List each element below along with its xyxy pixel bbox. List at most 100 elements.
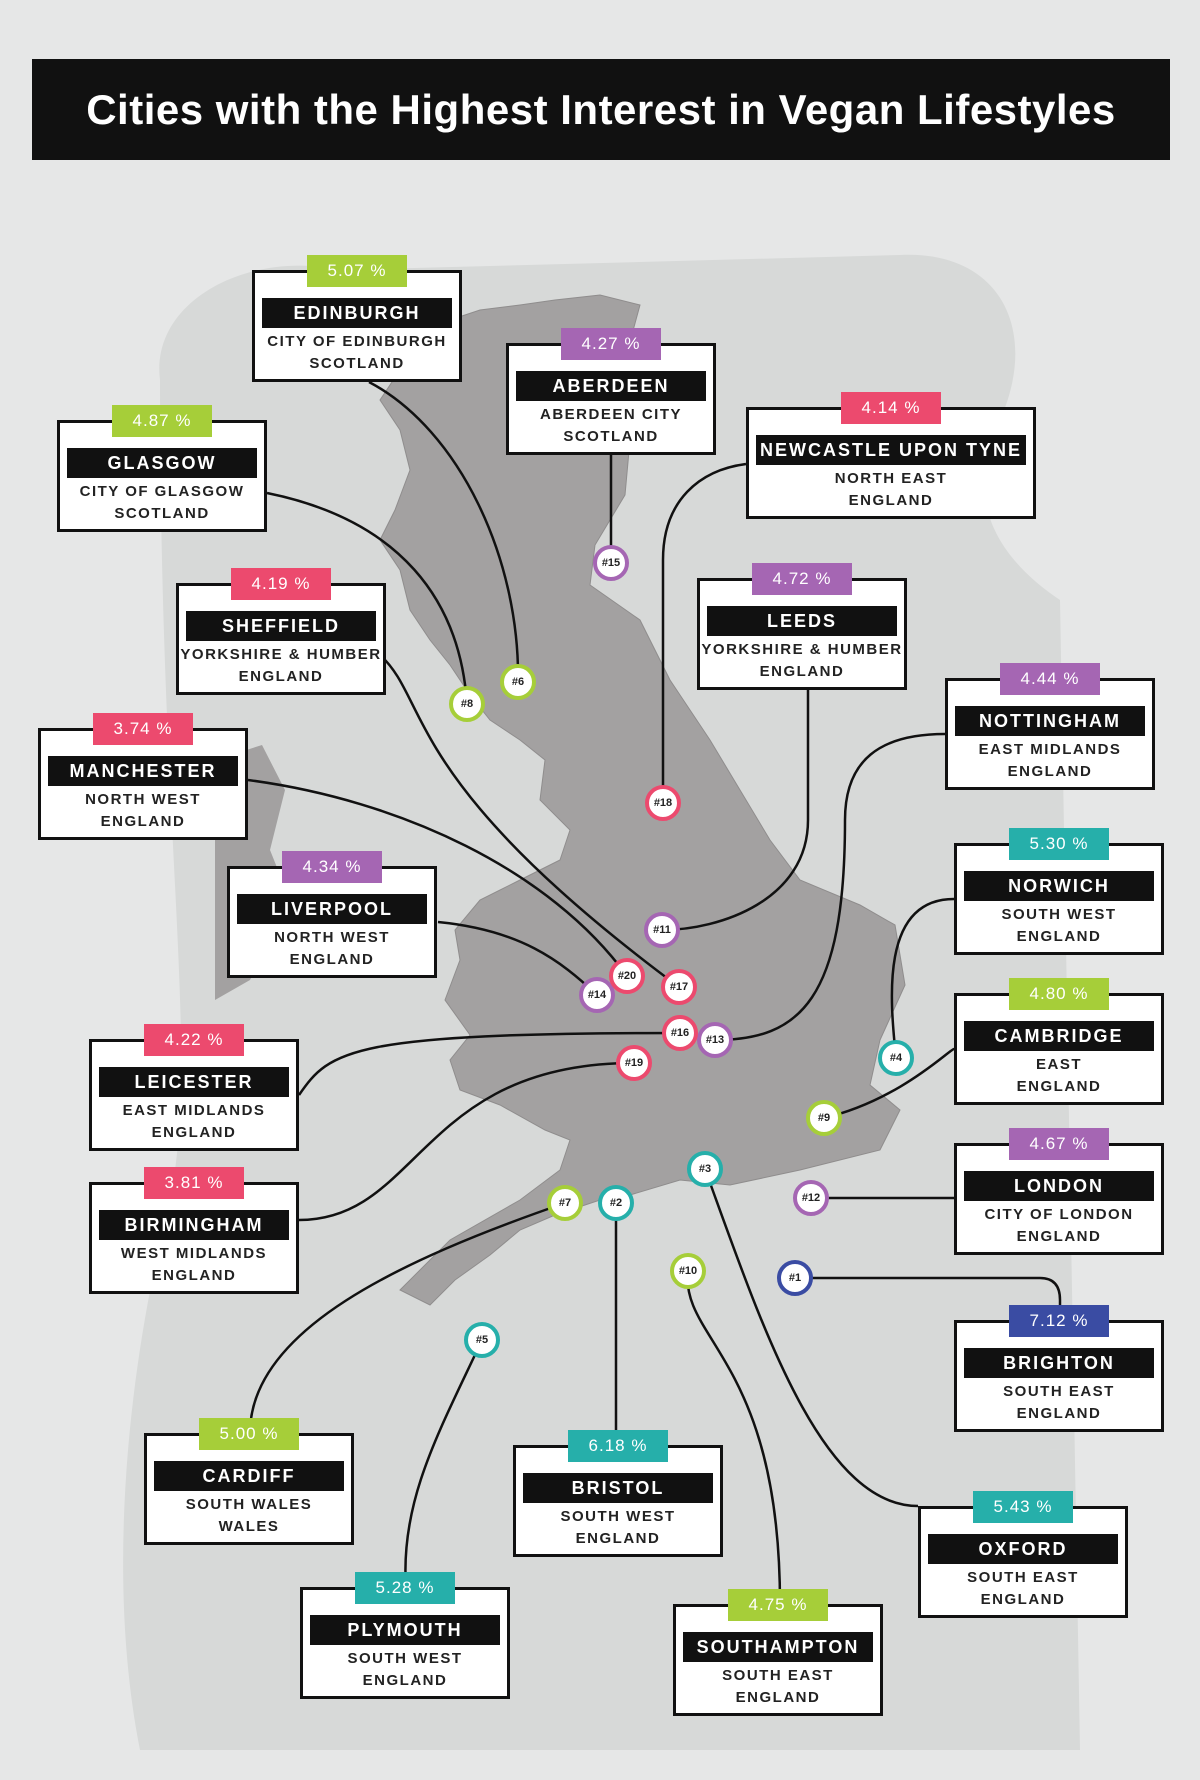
city-region: NORTH WEST xyxy=(85,791,201,808)
city-country: ENGLAND xyxy=(1007,763,1093,780)
city-region: SOUTH WALES xyxy=(185,1496,313,1513)
city-card-plymouth: 5.28 % PLYMOUTH SOUTH WEST ENGLAND xyxy=(300,1572,510,1699)
city-region: YORKSHIRE & HUMBER xyxy=(701,641,903,658)
page-title: Cities with the Highest Interest in Vega… xyxy=(86,85,1116,133)
city-name: ABERDEEN xyxy=(516,371,706,401)
city-country: ENGLAND xyxy=(1016,928,1102,945)
rank-marker-southampton: #10 xyxy=(670,1253,706,1289)
connector-plymouth xyxy=(404,1339,484,1588)
city-name: BRIGHTON xyxy=(964,1348,1154,1378)
city-country: ENGLAND xyxy=(980,1591,1066,1608)
city-name: CAMBRIDGE xyxy=(964,1021,1154,1051)
city-name: LEICESTER xyxy=(99,1067,289,1097)
percentage-badge: 4.80 % xyxy=(1009,978,1109,1010)
percentage-badge: 5.28 % xyxy=(355,1572,455,1604)
percentage-badge: 4.87 % xyxy=(112,405,212,437)
city-name: LIVERPOOL xyxy=(237,894,427,924)
city-region: NORTH WEST xyxy=(274,929,390,946)
rank-marker-cambridge: #9 xyxy=(806,1100,842,1136)
rank-marker-birmingham: #19 xyxy=(616,1045,652,1081)
city-card-leicester: 4.22 % LEICESTER EAST MIDLANDS ENGLAND xyxy=(89,1024,299,1151)
city-region: SOUTH EAST xyxy=(967,1569,1079,1586)
city-country: WALES xyxy=(218,1518,280,1535)
rank-marker-leeds: #11 xyxy=(644,912,680,948)
connector-leeds xyxy=(661,690,810,932)
percentage-badge: 5.30 % xyxy=(1009,828,1109,860)
rank-marker-sheffield: #17 xyxy=(661,969,697,1005)
city-card-newcastle-upon-tyne: 4.14 % NEWCASTLE UPON TYNE NORTH EAST ENGLA… xyxy=(746,392,1036,519)
city-country: ENGLAND xyxy=(362,1672,448,1689)
city-name: MANCHESTER xyxy=(48,756,238,786)
city-name: LONDON xyxy=(964,1171,1154,1201)
city-name: PLYMOUTH xyxy=(310,1615,500,1645)
rank-marker-leicester: #16 xyxy=(662,1015,698,1051)
city-region: SOUTH WEST xyxy=(1001,906,1117,923)
city-country: ENGLAND xyxy=(100,813,186,830)
connector-newcastle-upon-tyne xyxy=(661,462,747,803)
city-name: LEEDS xyxy=(707,606,897,636)
city-region: CITY OF GLASGOW xyxy=(79,483,245,500)
connector-norwich xyxy=(890,897,955,1059)
rank-marker-liverpool: #14 xyxy=(579,977,615,1013)
city-name: BRISTOL xyxy=(523,1473,713,1503)
city-region: EAST xyxy=(1035,1056,1082,1073)
percentage-badge: 4.44 % xyxy=(1000,663,1100,695)
city-country: ENGLAND xyxy=(759,663,845,680)
city-region: WEST MIDLANDS xyxy=(120,1245,268,1262)
percentage-badge: 7.12 % xyxy=(1009,1305,1109,1337)
rank-marker-cardiff: #7 xyxy=(547,1185,583,1221)
city-country: SCOTLAND xyxy=(563,428,659,445)
connector-edinburgh xyxy=(368,380,520,683)
city-region: YORKSHIRE & HUMBER xyxy=(180,646,382,663)
city-region: SOUTH WEST xyxy=(347,1650,463,1667)
great-britain-landmass xyxy=(379,294,906,1306)
city-name: NOTTINGHAM xyxy=(955,706,1145,736)
city-country: ENGLAND xyxy=(151,1124,237,1141)
percentage-badge: 4.19 % xyxy=(231,568,331,600)
city-region: EAST MIDLANDS xyxy=(122,1102,266,1119)
city-region: NORTH EAST xyxy=(834,470,948,487)
percentage-badge: 4.22 % xyxy=(144,1024,244,1056)
city-region: ABERDEEN CITY xyxy=(539,406,682,423)
percentage-badge: 5.00 % xyxy=(199,1418,299,1450)
city-country: ENGLAND xyxy=(289,951,375,968)
rank-marker-nottingham: #13 xyxy=(697,1022,733,1058)
city-card-liverpool: 4.34 % LIVERPOOL NORTH WEST ENGLAND xyxy=(227,851,437,978)
city-name: EDINBURGH xyxy=(262,298,452,328)
percentage-badge: 4.34 % xyxy=(282,851,382,883)
city-region: CITY OF LONDON xyxy=(984,1206,1134,1223)
city-card-manchester: 3.74 % MANCHESTER NORTH WEST ENGLAND xyxy=(38,713,248,840)
city-region: CITY OF EDINBURGH xyxy=(267,333,447,350)
city-country: ENGLAND xyxy=(1016,1228,1102,1245)
percentage-badge: 3.74 % xyxy=(93,713,193,745)
city-name: SOUTHAMPTON xyxy=(683,1632,873,1662)
rank-marker-newcastle-upon-tyne: #18 xyxy=(645,785,681,821)
rank-marker-manchester: #20 xyxy=(609,958,645,994)
percentage-badge: 3.81 % xyxy=(144,1167,244,1199)
rank-marker-glasgow: #8 xyxy=(449,686,485,722)
city-name: NEWCASTLE UPON TYNE xyxy=(756,435,1026,465)
percentage-badge: 4.27 % xyxy=(561,328,661,360)
city-name: OXFORD xyxy=(928,1534,1118,1564)
title-bar: Cities with the Highest Interest in Vega… xyxy=(32,59,1170,160)
city-card-aberdeen: 4.27 % ABERDEEN ABERDEEN CITY SCOTLAND xyxy=(506,328,716,455)
connector-cambridge xyxy=(823,1047,955,1120)
percentage-badge: 4.14 % xyxy=(841,392,941,424)
rank-marker-plymouth: #5 xyxy=(464,1322,500,1358)
rank-marker-oxford: #3 xyxy=(687,1151,723,1187)
city-country: SCOTLAND xyxy=(114,505,210,522)
city-country: SCOTLAND xyxy=(309,355,405,372)
city-country: ENGLAND xyxy=(848,492,934,509)
city-name: SHEFFIELD xyxy=(186,611,376,641)
